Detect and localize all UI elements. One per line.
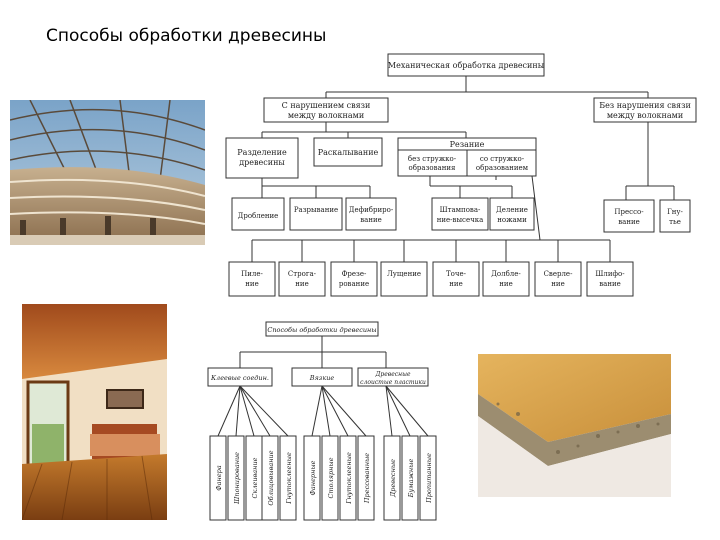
level3-label: Дефибриро- — [349, 206, 394, 214]
level3-label: тье — [669, 218, 681, 226]
level3-box — [659, 199, 691, 233]
root-label: Механическая обработка древесины — [388, 61, 545, 70]
bottom-leaf-label: Гнутоклееные — [285, 452, 293, 505]
level4-label: ние — [499, 280, 512, 288]
level4-label: вание — [599, 280, 621, 288]
level3-label: Прессо- — [614, 208, 644, 216]
bottom-leaf-label: Пропитанные — [425, 453, 433, 504]
bottom-leaf-label: Древесные — [389, 459, 397, 498]
bottom-group-box — [207, 367, 273, 387]
level4-box — [278, 261, 326, 297]
level3-label: Гну- — [667, 208, 683, 216]
bottom-leaf-label: Шпонирование — [233, 452, 241, 505]
bottom-leaf-box — [279, 435, 297, 521]
level4-box — [330, 261, 378, 297]
level4-label: рование — [339, 280, 369, 288]
bottom-leaf-label: Фанерные — [309, 460, 317, 495]
bottom-group-box — [291, 367, 353, 387]
level3-label: ние-высечка — [437, 216, 484, 224]
slide-title: Способы обработки древесины — [46, 26, 327, 46]
bottom-leaf-label: Облицовывание — [267, 450, 275, 505]
bottom-group-label: Клеевые соедин. — [210, 374, 269, 382]
level4-box — [586, 261, 634, 297]
branch-right-label-2: между волокнами — [607, 111, 683, 120]
level2-label: Раскалывание — [318, 148, 379, 157]
bottom-leaf-box — [401, 435, 419, 521]
bottom-root-box — [265, 321, 379, 337]
level4-box — [228, 261, 276, 297]
branch-left-label-2: между волокнами — [288, 111, 364, 120]
bottom-leaf-box — [383, 435, 401, 521]
bottom-leaf-box — [321, 435, 339, 521]
level4-label: ние — [245, 280, 258, 288]
level4-label: Шлифо- — [595, 270, 625, 278]
level4-box — [534, 261, 582, 297]
level3-label: Дробление — [238, 212, 279, 220]
bottom-leaf-box — [303, 435, 321, 521]
cutting-sub-label: образованием — [476, 164, 529, 172]
atrium-glass-roof-photo — [10, 100, 205, 245]
level3-box — [431, 197, 489, 231]
cutting-sub-label: без стружко- — [408, 155, 457, 163]
bottom-leaf-label: Бумажные — [407, 459, 415, 499]
bottom-group-box — [357, 367, 429, 387]
level2-label: Резание — [450, 140, 485, 149]
level2-box — [313, 137, 383, 167]
bottom-group-label: Вязкие — [309, 374, 335, 382]
branch-left-label-1: С нарушением связи — [282, 101, 371, 110]
bottom-group-label: Древесные — [374, 371, 411, 378]
level2-label: Разделение — [237, 148, 287, 157]
level3-label: вание — [360, 216, 382, 224]
level4-label: ние — [295, 280, 308, 288]
cutting-sub-label: образования — [409, 164, 457, 172]
level4-label: ние — [551, 280, 564, 288]
level3-label: Штампова- — [440, 206, 481, 214]
level4-label: Точе- — [446, 270, 467, 278]
bottom-leaf-box — [209, 435, 227, 521]
level3-label: Разрывание — [294, 206, 338, 214]
branch-right-label-1: Без нарушения связи — [599, 101, 691, 110]
level4-box — [482, 261, 530, 297]
bottom-root-label: Способы обработки древесины — [267, 326, 376, 334]
level4-label: Лущение — [387, 270, 421, 278]
level3-box — [231, 197, 285, 231]
bottom-leaf-box — [357, 435, 375, 521]
level3-box — [289, 197, 343, 231]
bottom-leaf-label: Столярные — [327, 457, 335, 498]
bottom-leaf-box — [419, 435, 437, 521]
level3-box — [489, 197, 535, 231]
particleboard-edge-photo — [478, 354, 671, 497]
level4-box — [432, 261, 480, 297]
cutting-sub-label: со стружко- — [480, 155, 525, 163]
bottom-leaf-box — [339, 435, 357, 521]
level2-label: древесины — [239, 158, 285, 167]
top-diagram-connectors — [251, 76, 675, 262]
bottom-leaf-label: Гнутоклееные — [345, 452, 353, 505]
level4-label: Строга- — [288, 270, 317, 278]
root-box — [387, 53, 545, 77]
level3-label: вание — [618, 218, 640, 226]
level4-box — [380, 261, 428, 297]
level4-label: Пиле- — [241, 270, 263, 278]
bottom-group-label: слоистые пластики — [360, 379, 426, 386]
level4-label: Сверле- — [544, 270, 574, 278]
branch-right-box — [593, 97, 697, 123]
level2-box — [225, 137, 299, 179]
branch-left-box — [263, 97, 389, 123]
level3-label: ножами — [497, 216, 527, 224]
bedroom-wood-floor-photo — [22, 304, 167, 520]
level4-label: Долбле- — [491, 270, 521, 278]
level3-box — [345, 197, 397, 231]
bottom-diagram-connectors — [217, 336, 429, 437]
level4-label: Фрезе- — [342, 270, 367, 278]
level4-label: ние — [449, 280, 462, 288]
level3-box — [603, 199, 655, 233]
bottom-leaf-label: Склеивание — [251, 457, 259, 498]
level3-label: Деление — [496, 206, 528, 214]
bottom-leaf-box — [227, 435, 245, 521]
bottom-leaf-label: Фанера — [215, 465, 223, 491]
bottom-leaf-label: Прессованные — [363, 453, 371, 504]
bottom-leaf-box — [261, 435, 279, 521]
